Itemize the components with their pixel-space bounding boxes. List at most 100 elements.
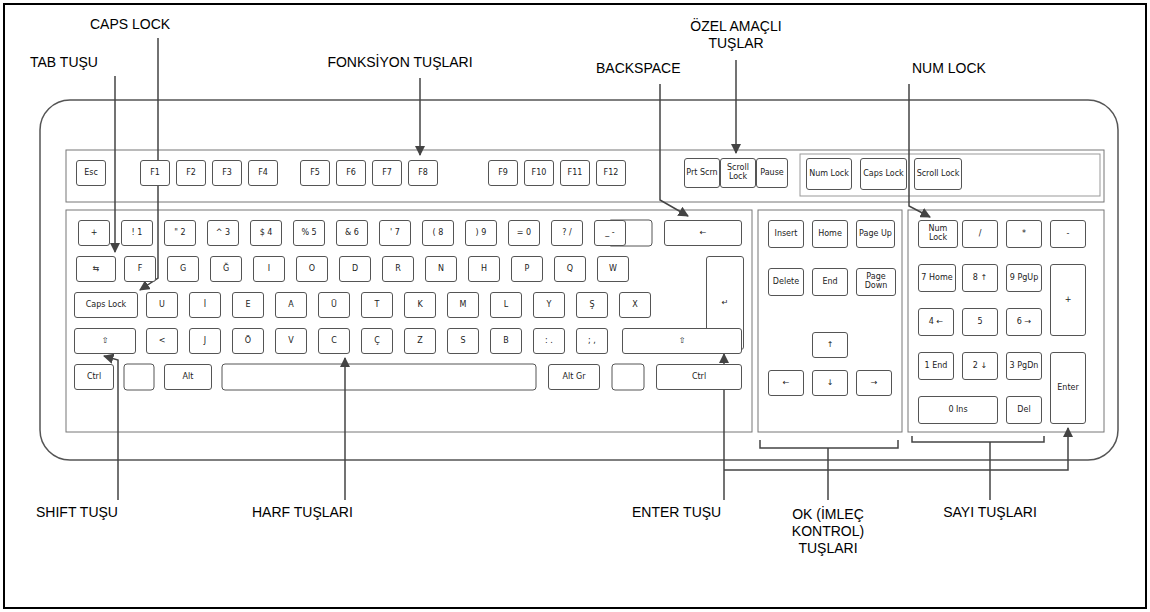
key-cap: F3 <box>212 160 242 186</box>
key-cap: Prt Scrn <box>684 158 720 188</box>
key-cap: End <box>812 268 848 296</box>
key-legend: ← <box>700 229 707 238</box>
key-legend: → <box>871 379 878 388</box>
numpad-panel <box>908 210 1104 432</box>
key-legend: Caps Lock <box>86 301 127 310</box>
key-legend: F7 <box>382 169 392 178</box>
key-legend: ? / <box>562 229 571 238</box>
key-cap: / <box>962 220 998 248</box>
key-legend: J <box>204 337 206 346</box>
key-cap: Ctrl <box>656 364 742 390</box>
key-legend: F5 <box>310 169 320 178</box>
key-legend: F <box>138 265 143 274</box>
callout-label: SHIFT TUŞU <box>36 504 118 521</box>
leader-line <box>419 78 421 155</box>
key-cap: F2 <box>176 160 206 186</box>
key-legend: C <box>331 337 337 346</box>
key-legend: Insert <box>775 230 798 239</box>
key-cap: Alt <box>164 364 212 390</box>
callout-label: NUM LOCK <box>912 60 986 77</box>
key-legend: ← <box>783 379 790 388</box>
key-cap: Y <box>533 292 565 318</box>
key-cap: Caps Lock <box>74 292 138 318</box>
key-legend: I <box>268 265 270 274</box>
key-cap: 8 ↑ <box>962 264 998 292</box>
callout-label: TAB TUŞU <box>30 54 98 71</box>
key-legend: F3 <box>222 169 232 178</box>
main-panel <box>66 210 752 432</box>
leader-lines <box>104 38 1068 500</box>
callout-label: BACKSPACE <box>596 60 681 77</box>
key-cap: E <box>232 292 264 318</box>
key-cap: F11 <box>560 160 590 186</box>
key-cap: + <box>78 220 110 246</box>
key-cap: ? / <box>551 220 583 246</box>
key-legend: O <box>309 265 315 274</box>
key-cap: : . <box>533 328 565 354</box>
key-cap: = 0 <box>508 220 540 246</box>
key-cap: → <box>856 370 892 396</box>
key-cap: 1 End <box>918 352 954 380</box>
key-cap: I <box>253 256 285 282</box>
callout-label: HARF TUŞLARI <box>252 504 353 521</box>
key-legend: Z <box>417 337 422 346</box>
key-cap: H <box>468 256 500 282</box>
key-cap: Page Up <box>856 220 895 248</box>
key-cap: S <box>447 328 479 354</box>
key-cap: Num Lock <box>918 220 958 248</box>
key-legend: ' 7 <box>390 229 400 238</box>
key-legend: Ş <box>589 301 594 310</box>
key-cap: _ - <box>594 220 626 246</box>
key-cap: B <box>490 328 522 354</box>
key-legend: S <box>460 337 465 346</box>
callout-label: SAYI TUŞLARI <box>925 504 1055 521</box>
key-legend: ↑ <box>827 341 834 350</box>
key-cap: N <box>425 256 457 282</box>
key-legend: ⇧ <box>679 337 686 346</box>
key-legend: F2 <box>186 169 196 178</box>
key-legend: End <box>822 278 837 287</box>
leader-line <box>660 84 688 216</box>
key-legend: ⇆ <box>93 265 100 274</box>
space-bar <box>222 364 536 390</box>
leader-line <box>827 448 829 500</box>
key-legend: Ctrl <box>692 373 706 382</box>
key-cap: & 6 <box>336 220 368 246</box>
key-legend: ) 9 <box>476 229 487 238</box>
key-cap: - <box>1050 220 1086 248</box>
key-cap: Num Lock <box>806 158 852 190</box>
key-legend: F9 <box>498 169 508 178</box>
key-cap: F7 <box>372 160 402 186</box>
key-legend: A <box>288 301 293 310</box>
key-legend: % 5 <box>301 229 316 238</box>
leader-line <box>989 442 991 500</box>
key-legend: Pause <box>760 169 784 178</box>
key-legend: / <box>979 230 982 239</box>
key-legend: 3 PgDn <box>1010 362 1039 371</box>
blank-key <box>612 364 644 390</box>
key-legend: Scroll Lock <box>917 170 960 179</box>
key-legend: _ - <box>605 229 614 238</box>
key-legend: * <box>1022 230 1026 239</box>
key-cap: Ç <box>361 328 393 354</box>
key-cap: % 5 <box>293 220 325 246</box>
key-legend: ↓ <box>827 379 834 388</box>
key-legend: + <box>1065 296 1072 305</box>
key-legend: Ğ <box>223 265 229 274</box>
key-cap: $ 4 <box>250 220 282 246</box>
key-legend: M <box>460 301 467 310</box>
key-legend: & 6 <box>345 229 359 238</box>
key-legend: D <box>352 265 358 274</box>
key-legend: 8 ↑ <box>973 274 987 283</box>
key-legend: = 0 <box>517 229 531 238</box>
key-legend: X <box>632 301 637 310</box>
callout-label: OK (İMLEÇ KONTROL) TUŞLARI <box>763 506 893 556</box>
key-cap: O <box>296 256 328 282</box>
key-legend: Esc <box>84 169 98 178</box>
key-legend: 2 ↓ <box>973 362 987 371</box>
key-cap: F5 <box>300 160 330 186</box>
key-cap: 0 Ins <box>918 396 998 424</box>
key-legend: T <box>375 301 380 310</box>
key-legend: $ 4 <box>260 229 273 238</box>
key-legend: ^ 3 <box>216 229 230 238</box>
